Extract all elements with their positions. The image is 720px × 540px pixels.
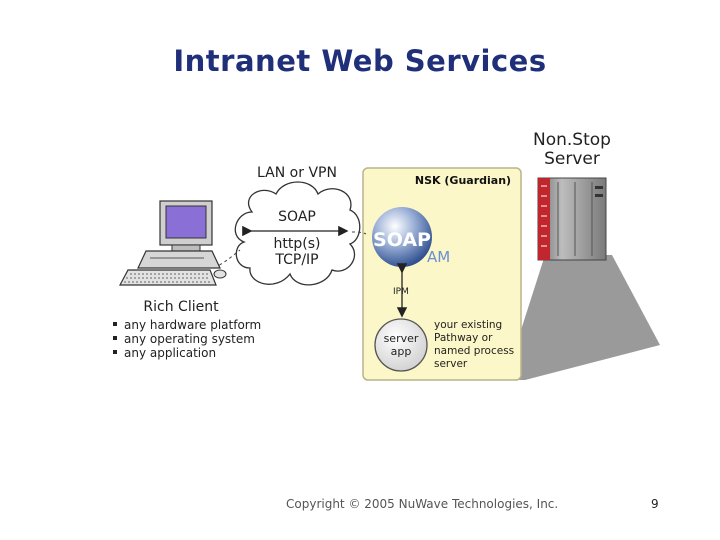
nonstop-server: Non.Stop Server <box>505 130 660 380</box>
network-cloud: LAN or VPN SOAP http(s) TCP/IP <box>234 165 361 286</box>
cloud-to-nsk-connector <box>351 231 367 235</box>
page-number: 9 <box>651 497 659 511</box>
ipm-label: IPM <box>393 287 409 297</box>
server-tower-icon <box>537 177 607 261</box>
existing-line4: server <box>434 358 468 370</box>
soap-am-logo: SOAP AM <box>372 207 450 267</box>
server-shadow <box>505 255 660 380</box>
soap-logo-suffix: AM <box>427 248 450 266</box>
server-app-line1: server <box>384 332 419 345</box>
client-bullet-list: any hardware platform any operating syst… <box>113 318 261 360</box>
soap-logo-text: SOAP <box>373 229 431 251</box>
server-app-node: server app <box>374 318 428 372</box>
footer-copyright: Copyright © 2005 NuWave Technologies, In… <box>286 497 559 511</box>
existing-line2: Pathway or <box>434 332 493 344</box>
client-bullet-1: any hardware platform <box>124 318 261 332</box>
cloud-line-http: http(s) <box>274 236 321 252</box>
slide-title: Intranet Web Services <box>173 44 547 78</box>
rich-client-computer-icon <box>119 200 227 286</box>
existing-line1: your existing <box>434 319 502 331</box>
client-bullet-2: any operating system <box>124 332 255 346</box>
server-app-line2: app <box>391 345 412 358</box>
cloud-line-soap: SOAP <box>278 209 316 225</box>
nonstop-label-line2: Server <box>544 149 600 169</box>
cloud-outline-icon <box>234 181 361 286</box>
nsk-box-title: NSK (Guardian) <box>415 174 511 187</box>
client-bullet-3: any application <box>124 346 216 360</box>
nsk-guardian-box: NSK (Guardian) SOAP AM IPM server app yo… <box>362 167 522 381</box>
nonstop-label-line1: Non.Stop <box>533 130 611 150</box>
cloud-caption: LAN or VPN <box>257 165 337 181</box>
rich-client-label: Rich Client <box>143 299 219 315</box>
cloud-line-tcpip: TCP/IP <box>274 252 318 268</box>
existing-line3: named process <box>434 345 514 357</box>
